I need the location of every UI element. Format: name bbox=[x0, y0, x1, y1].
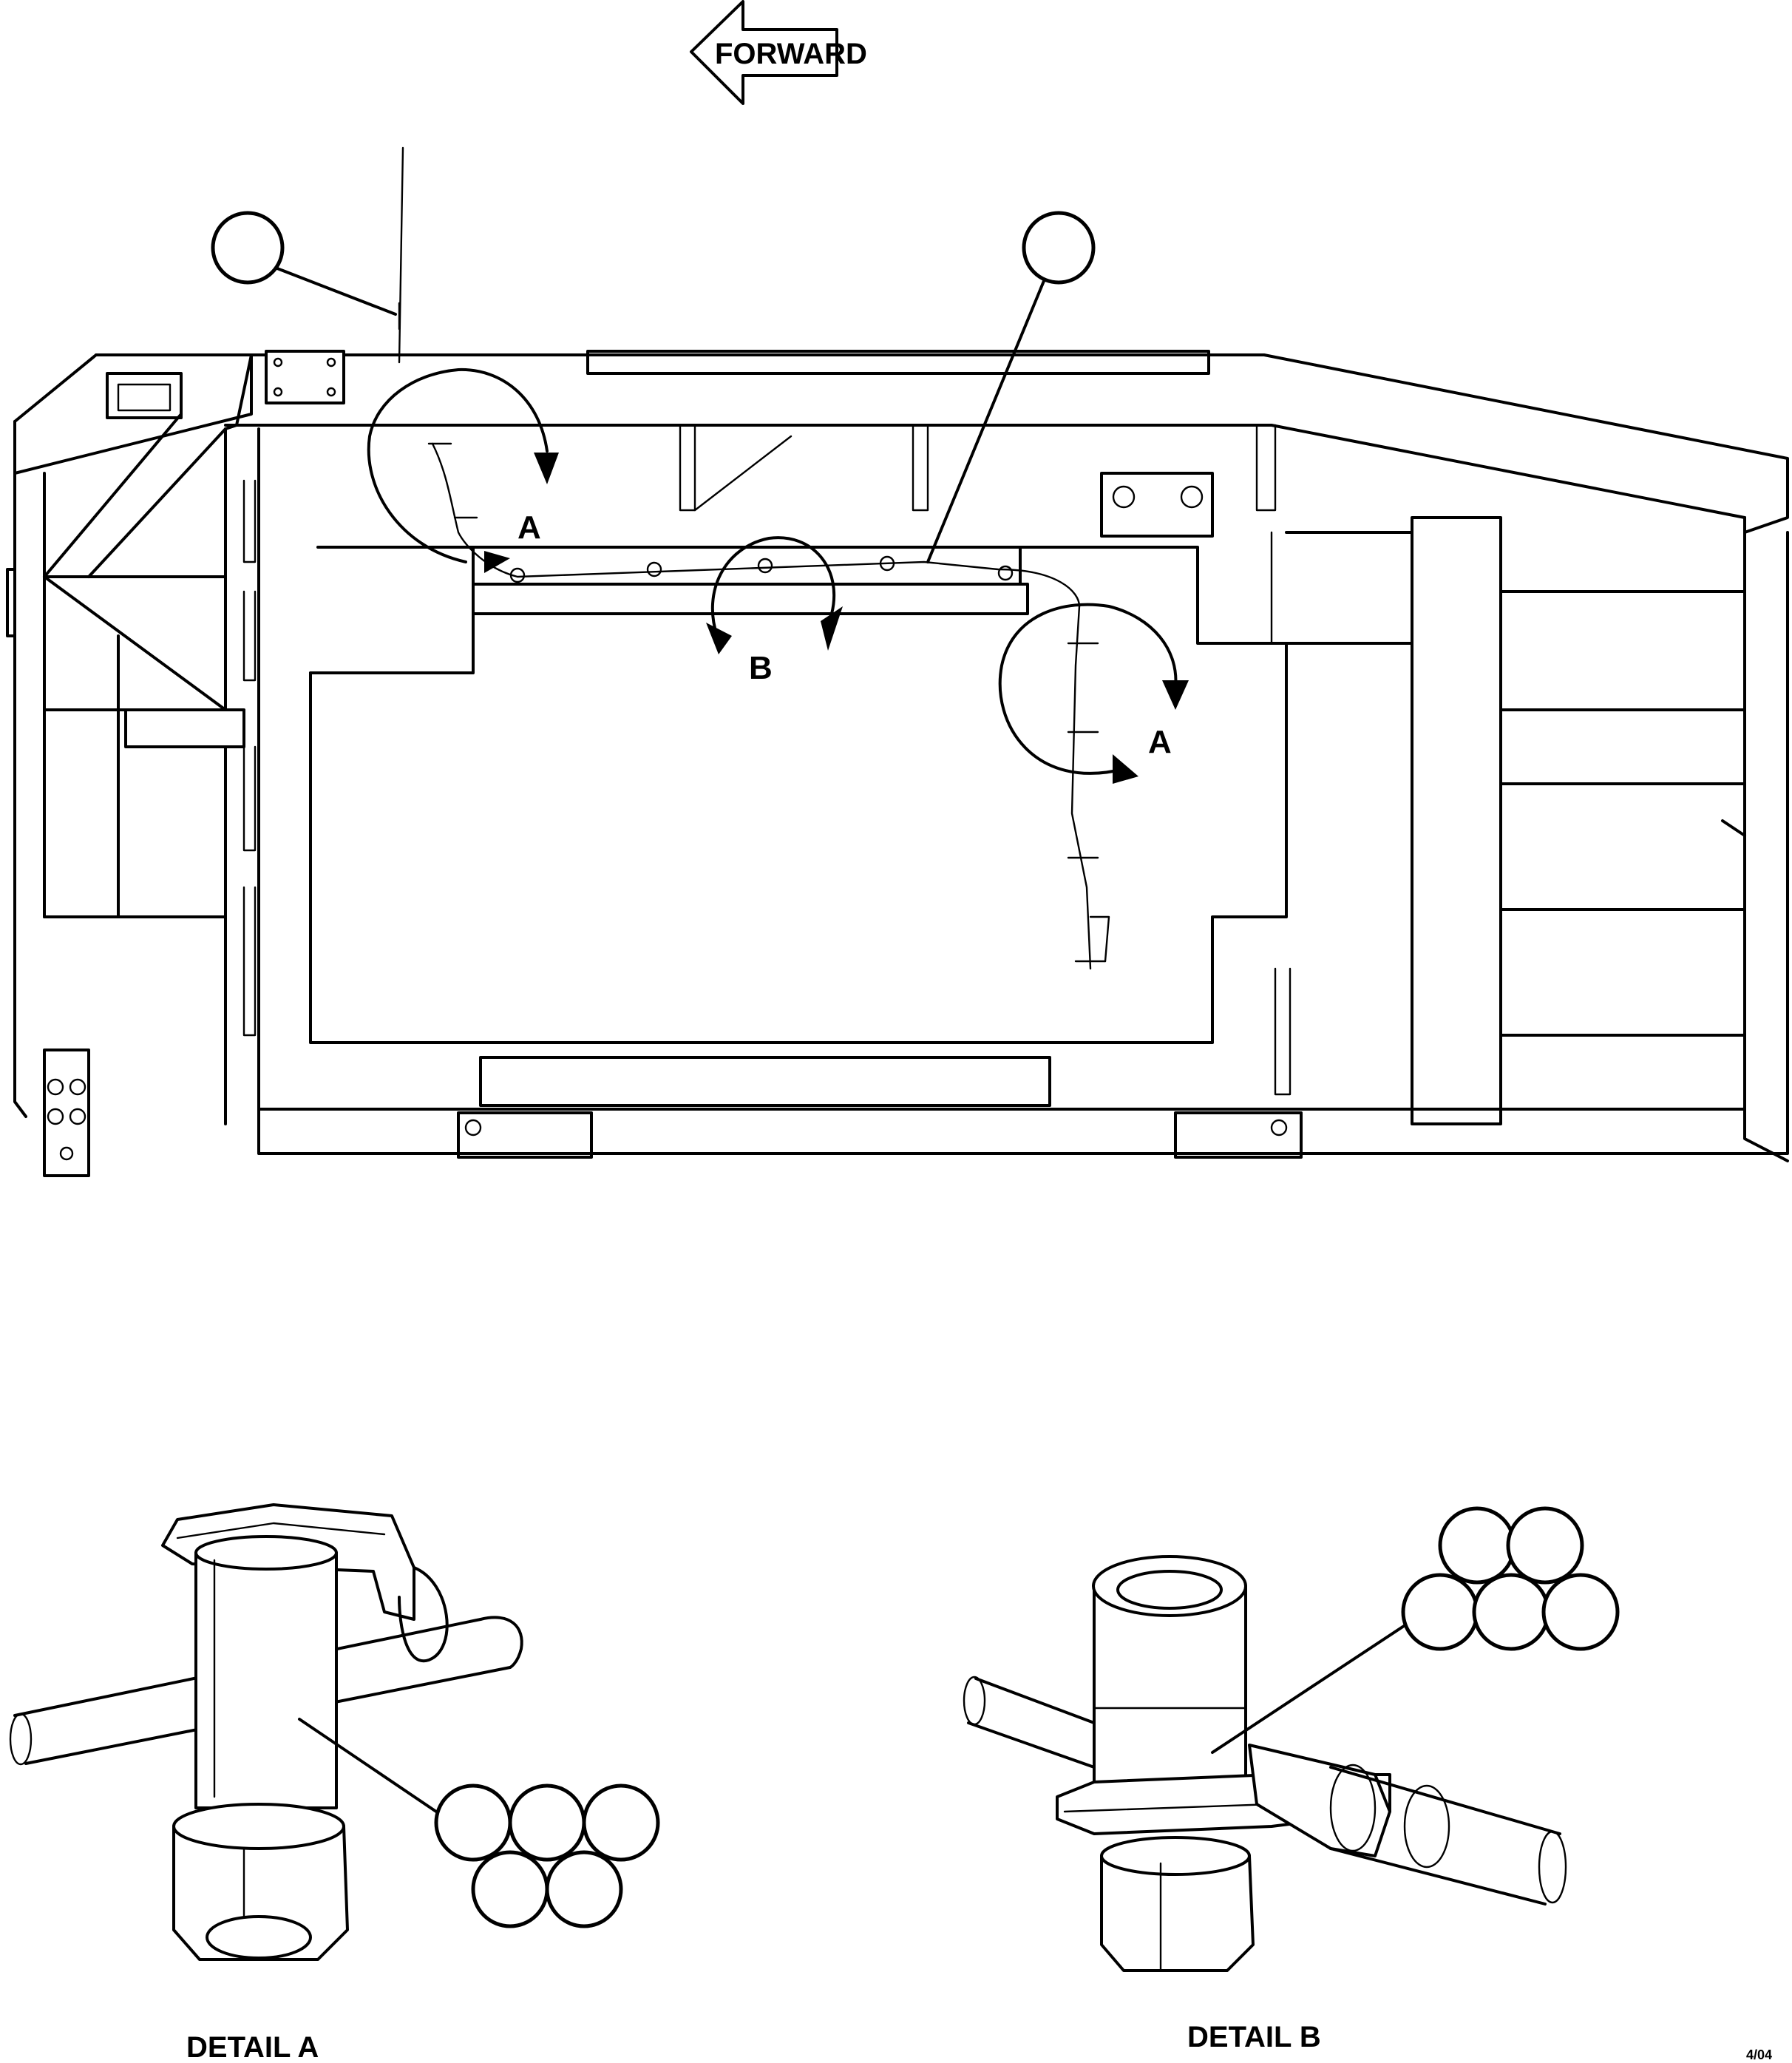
view-indicator-b: B bbox=[706, 536, 843, 686]
callout-bubble bbox=[471, 1850, 549, 1928]
view-indicator-a-top: A bbox=[367, 367, 559, 573]
view-b-label: B bbox=[749, 650, 773, 686]
forward-arrow: FORWARD bbox=[690, 0, 867, 105]
detail-b-view: DETAIL B bbox=[963, 1506, 1620, 2053]
callout-bubble bbox=[1506, 1506, 1584, 1585]
view-a-label-top: A bbox=[517, 509, 541, 546]
callout-bubble bbox=[545, 1850, 623, 1928]
callout-bubble bbox=[582, 1783, 660, 1862]
view-indicator-a-right: A bbox=[998, 603, 1189, 784]
callout-bubble bbox=[508, 1783, 586, 1862]
callout-bubble bbox=[1022, 211, 1096, 285]
callout-bubble bbox=[434, 1783, 512, 1862]
detail-b-caption: DETAIL B bbox=[1187, 2021, 1321, 2053]
revision-code: 4/04 bbox=[1746, 2047, 1772, 2062]
frame-assembly bbox=[6, 146, 1789, 1177]
callout-bubble bbox=[211, 211, 285, 285]
view-a-label-right: A bbox=[1148, 724, 1172, 760]
callout-bubble bbox=[1401, 1573, 1479, 1651]
callout-bubble bbox=[1438, 1506, 1516, 1585]
callout-bubble-group-main bbox=[211, 211, 1096, 563]
callout-bubble bbox=[1472, 1573, 1550, 1651]
detail-a-caption: DETAIL A bbox=[186, 2031, 319, 2063]
detail-a-view: DETAIL A bbox=[9, 1503, 660, 2063]
forward-label: FORWARD bbox=[715, 38, 867, 70]
callout-bubble bbox=[1541, 1573, 1620, 1651]
